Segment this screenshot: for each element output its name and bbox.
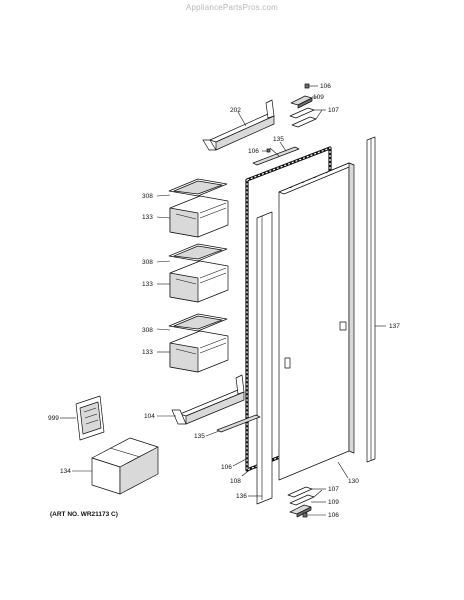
bin-set-2 [156, 243, 229, 303]
bin-set-3 [156, 313, 229, 373]
hinge-plate-bottom-b [289, 489, 323, 506]
leader-135-top [269, 147, 280, 157]
callout-109-bot: 109 [328, 499, 339, 506]
callout-999: 999 [48, 415, 59, 422]
leader-106-low [232, 457, 249, 467]
callout-104: 104 [144, 413, 155, 420]
door-cap-bottom [205, 414, 261, 437]
parts-box [72, 437, 159, 495]
callout-308-a: 308 [142, 193, 153, 200]
door-liner-strip [256, 211, 273, 505]
callout-308-b: 308 [142, 259, 153, 266]
leader-130 [337, 461, 349, 479]
bottom-hinge-bracket [157, 374, 245, 425]
callout-308-c: 308 [142, 327, 153, 334]
callout-133-c: 133 [142, 349, 153, 356]
door-panel [278, 162, 355, 481]
hinge-bushing-top [290, 95, 318, 109]
callout-135-bot: 135 [194, 433, 205, 440]
callout-134: 134 [60, 468, 71, 475]
callout-109-top: 109 [313, 94, 324, 101]
bin-set-1 [156, 178, 229, 238]
callout-108: 108 [230, 478, 241, 485]
hinge-plate-bottom-a [287, 486, 326, 498]
callout-106-low: 106 [221, 464, 232, 471]
callout-107-top: 107 [328, 107, 339, 114]
callout-135-top: 135 [273, 136, 284, 143]
owner-manual [60, 395, 105, 441]
screw-bottom [302, 512, 326, 518]
door-handle-trim [366, 136, 386, 463]
callout-130: 130 [348, 478, 359, 485]
leader-108 [241, 467, 253, 477]
callout-107-bot: 107 [328, 486, 339, 493]
watermark-text: AppliancePartsPros.com [186, 3, 278, 12]
screw-mid [262, 148, 271, 153]
hinge-plate-top-b [291, 109, 323, 128]
callout-133-b: 133 [142, 281, 153, 288]
callout-106-mid: 106 [248, 148, 259, 155]
callout-133-a: 133 [142, 214, 153, 221]
door-cap-top [252, 141, 300, 166]
callout-136: 136 [236, 493, 247, 500]
art-number: (ART NO. WR21173 C) [50, 511, 118, 518]
screw-top [304, 83, 318, 89]
callout-106-bot: 106 [328, 512, 339, 519]
callout-202: 202 [230, 107, 241, 114]
callout-137: 137 [389, 323, 400, 330]
top-hinge-bracket [202, 99, 275, 151]
hinge-bushing-bottom [289, 501, 326, 518]
hinge-plate-top-a [289, 107, 326, 119]
callout-106-top: 106 [320, 83, 331, 90]
